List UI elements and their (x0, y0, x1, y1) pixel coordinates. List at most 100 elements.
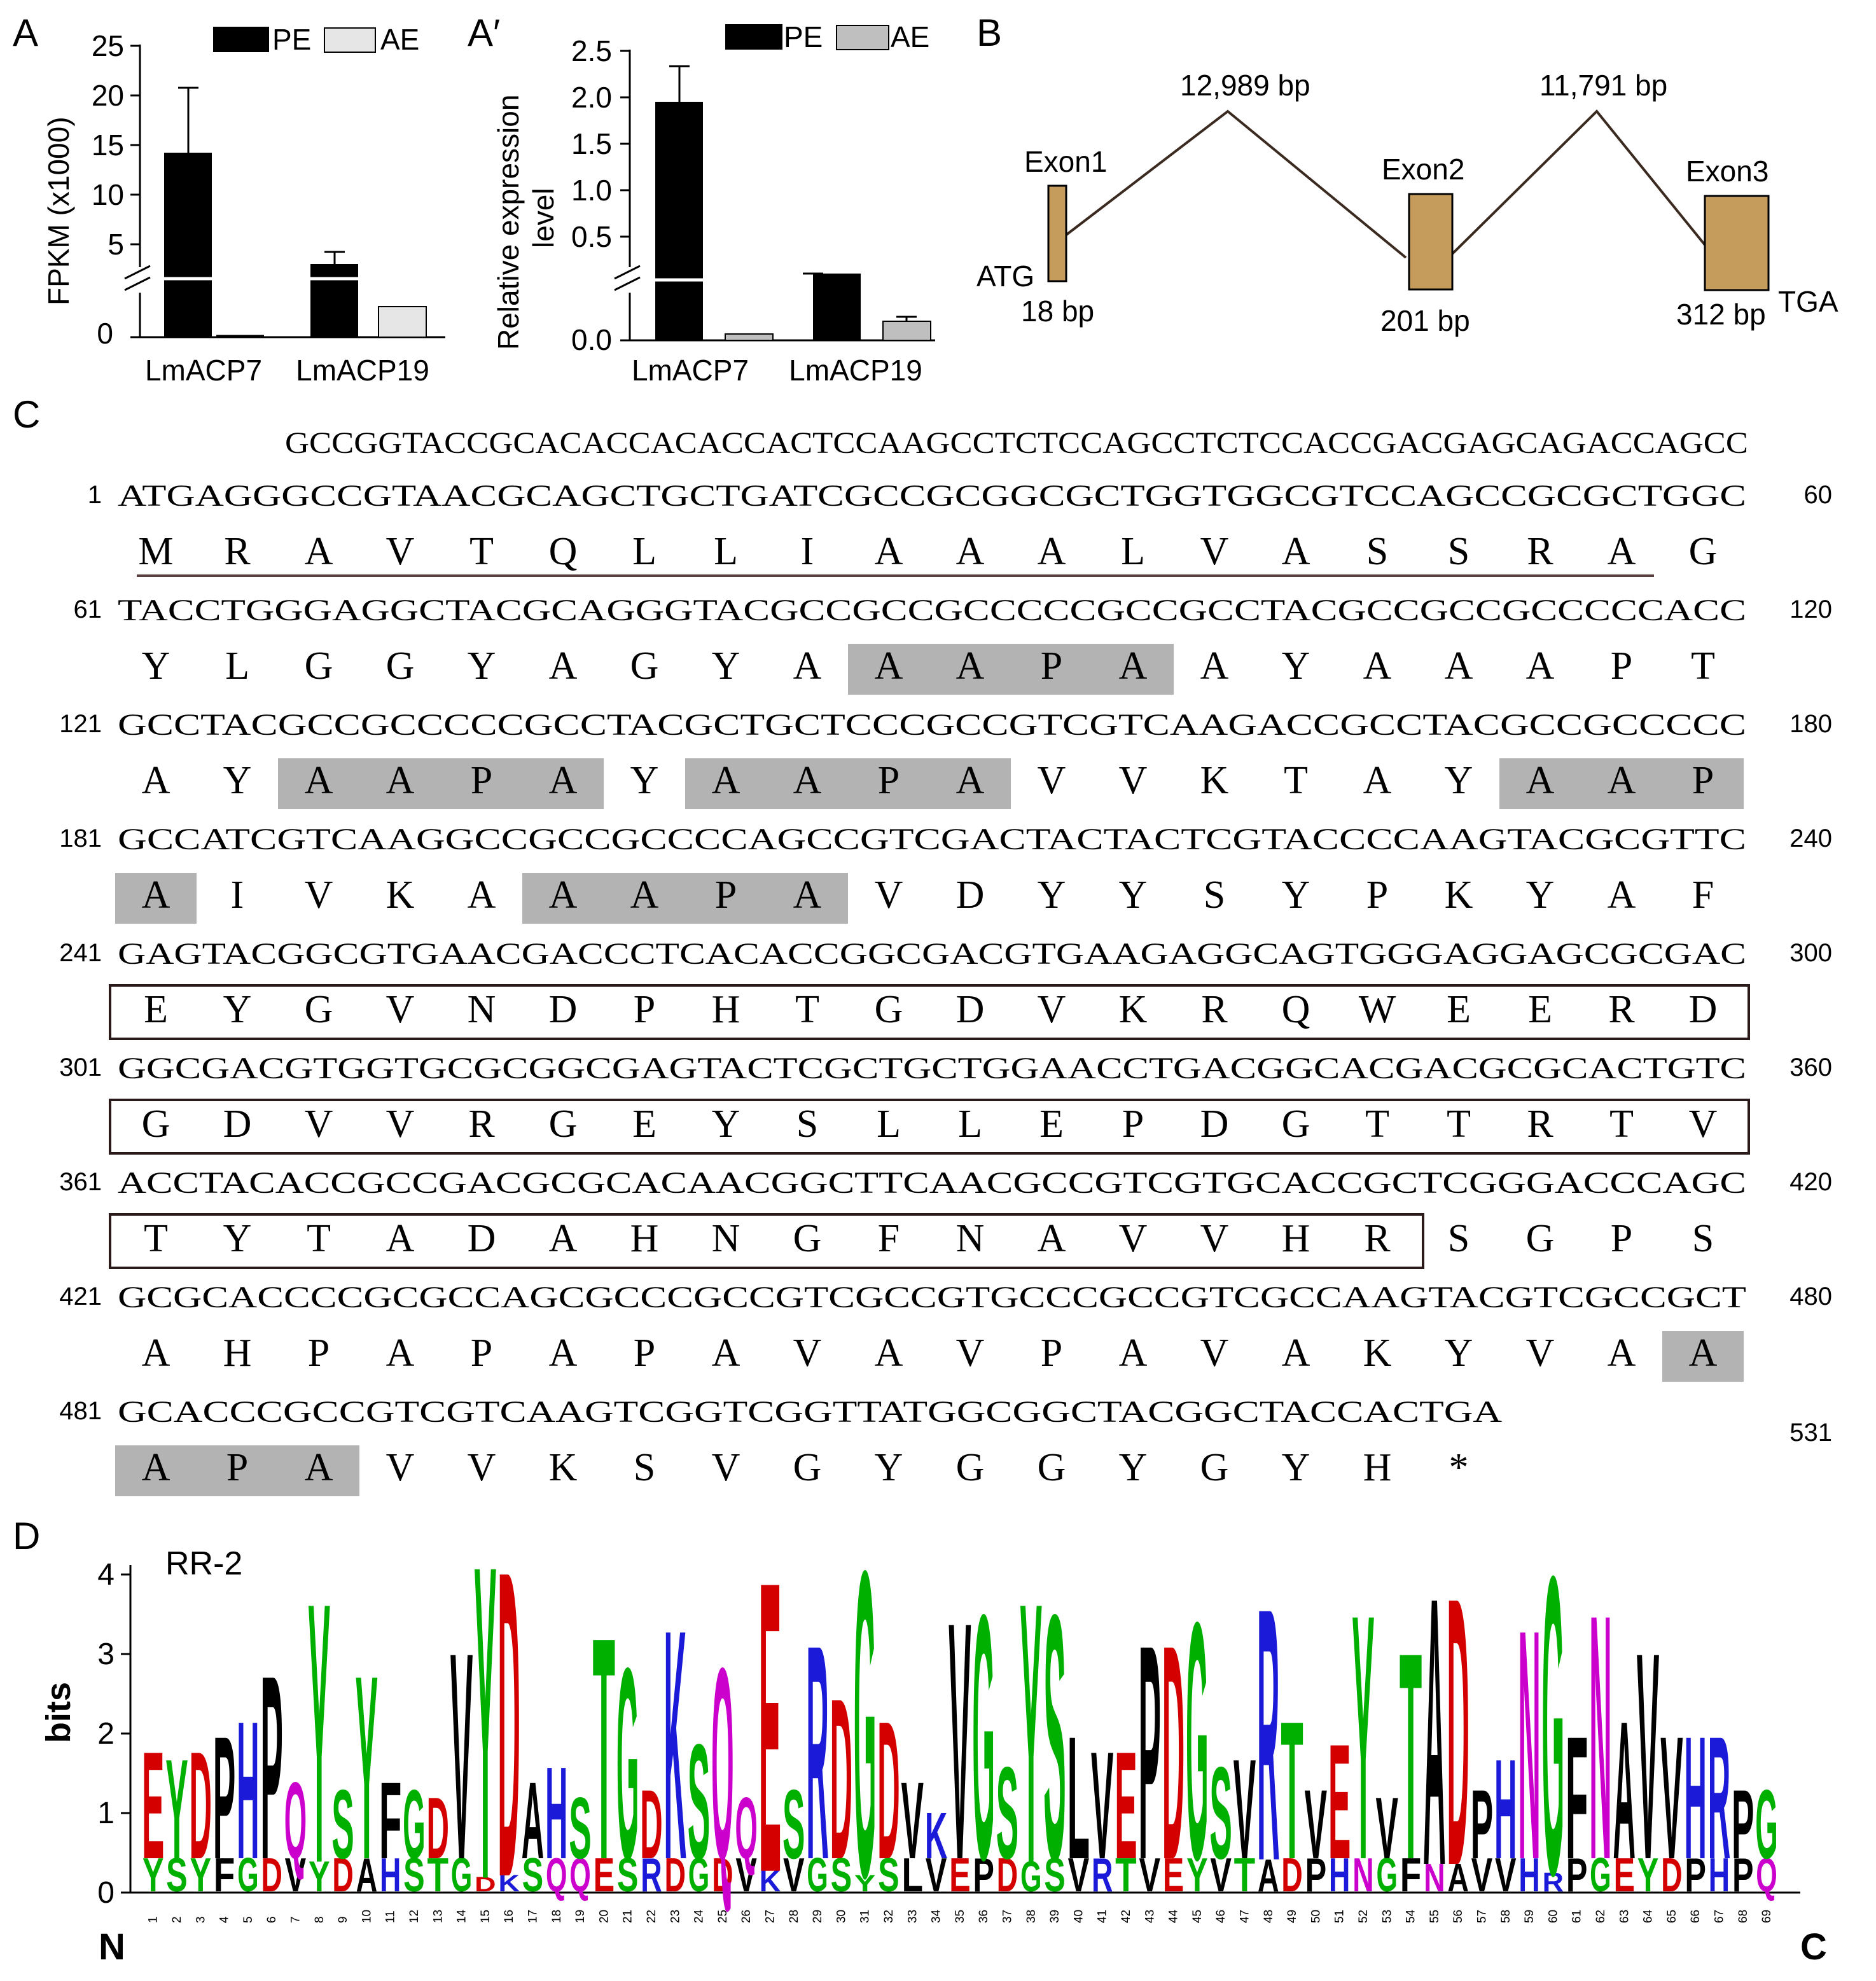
axis-break-mark (614, 276, 641, 291)
amino-acid: T (1284, 759, 1308, 802)
logo-position-number: 14 (455, 1909, 469, 1923)
logo-letter: G (1755, 1770, 1777, 1880)
intron-1-line (1064, 109, 1407, 259)
panel-b-letter: B (976, 11, 1002, 54)
sequence-end-number: 180 (1789, 710, 1832, 738)
amino-acid: K (549, 1446, 578, 1489)
amino-acid: A (1363, 759, 1392, 802)
sequence-end-number: 300 (1789, 939, 1832, 967)
amino-acid: V (386, 530, 415, 573)
logo-minor-letter: G (237, 1848, 259, 1901)
ytick-label: 1.5 (571, 127, 612, 160)
amino-acid: A (468, 873, 496, 917)
logo-residue: Q (711, 1611, 733, 1917)
amino-acid: L (1121, 530, 1145, 573)
logo-minor-letter: Y (142, 1848, 164, 1901)
amino-acid: Y (223, 988, 252, 1031)
logo-residue: E (1115, 1720, 1137, 1891)
sequence-end-number: 360 (1789, 1053, 1832, 1081)
logo-letter: V (901, 1759, 924, 1882)
amino-acid: G (875, 988, 903, 1031)
logo-letter: G (1542, 1487, 1564, 1963)
amino-acid: G (305, 644, 333, 688)
amino-acid: V (1689, 1102, 1718, 1146)
amino-acid: E (1447, 988, 1471, 1031)
ala-pro-motif-highlight (848, 644, 929, 695)
logo-position-number: 57 (1475, 1910, 1489, 1923)
logo-position-number: 44 (1167, 1909, 1181, 1923)
logo-letter: Q (735, 1779, 757, 1877)
logo-letter: V (1305, 1770, 1327, 1880)
logo-minor-letter: D (475, 1873, 496, 1896)
logo-position-number: 33 (906, 1910, 919, 1923)
amino-acid: Y (142, 644, 170, 688)
intron-1-size: 12,989 bp (1180, 69, 1310, 102)
amino-acid: Q (1282, 988, 1310, 1031)
amino-acid: P (1122, 1102, 1144, 1146)
amino-acid: G (1282, 1102, 1310, 1146)
sequence-start-number: 421 (59, 1282, 102, 1310)
logo-residue: V (1091, 1720, 1113, 1891)
logo-minor-letter: V (926, 1848, 947, 1901)
logo-letter: G (972, 1543, 994, 1933)
sequence-start-number: 241 (59, 939, 102, 967)
amino-acid: E (144, 988, 168, 1031)
logo-letter: V (1637, 1592, 1660, 1921)
exon-2-size: 201 bp (1380, 304, 1470, 337)
logo-position-number: 28 (788, 1910, 801, 1923)
logo-position-number: 9 (337, 1916, 350, 1923)
exon-3-label: Exon3 (1686, 155, 1768, 188)
amino-acid: A (1038, 530, 1066, 573)
panel-c-letter: C (13, 393, 40, 436)
logo-position-number: 16 (503, 1910, 516, 1923)
logo-minor-letter: Y (1186, 1848, 1208, 1901)
logo-residue: F (379, 1759, 401, 1882)
logo-letter: G (1186, 1552, 1208, 1931)
logo-letter: Q (711, 1611, 733, 1917)
logo-residue: R (806, 1581, 828, 1923)
amino-acid: T (1691, 644, 1715, 688)
logo-residue: V (948, 1552, 971, 1931)
logo-position-number: 2 (170, 1916, 184, 1923)
logo-residue: S (1209, 1740, 1232, 1887)
logo-position-number: 24 (693, 1909, 706, 1923)
amino-acid: A (793, 873, 822, 917)
logo-minor-letter: E (594, 1848, 615, 1901)
amino-acid: L (958, 1102, 982, 1146)
amino-acid: V (1119, 759, 1148, 802)
ala-pro-motif-highlight (604, 873, 685, 924)
start-codon-label: ATG (976, 260, 1034, 293)
amino-acid: V (468, 1446, 496, 1489)
logo-letter: A (522, 1759, 544, 1882)
logo-minor-letter: N (1352, 1848, 1374, 1901)
amino-acid: A (1608, 873, 1636, 917)
logo-position-number: 8 (313, 1916, 326, 1923)
logo-letter: D (830, 1650, 852, 1907)
amino-acid: Y (1119, 1446, 1148, 1489)
axis-break-mark (124, 265, 151, 280)
logo-residue: P (260, 1621, 282, 1914)
amino-acid: G (142, 1102, 170, 1146)
ala-pro-motif-highlight (1499, 758, 1581, 809)
amino-acid: A (142, 873, 170, 917)
bar-lmacp7-pe (164, 153, 212, 337)
logo-minor-letter: V (285, 1848, 307, 1901)
logo-minor-letter: S (166, 1848, 188, 1901)
nucleotide-row: GCACCCGCCGTCGTCAAGTCGGTCGGTTATGGCGGCTACG… (118, 1395, 1502, 1429)
legend-ae-label: AE (891, 20, 929, 53)
logo-minor-letter: V (783, 1848, 805, 1901)
logo-minor-letter: Y (854, 1870, 876, 1896)
amino-acid: P (1611, 1217, 1632, 1260)
logo-residue: H (1494, 1731, 1517, 1889)
amino-acid: H (1363, 1446, 1392, 1489)
logo-residue: Q (735, 1779, 757, 1877)
logo-minor-letter: Y (309, 1853, 330, 1901)
logo-position-number: 12 (408, 1910, 421, 1923)
logo-residue: D (427, 1779, 449, 1877)
ala-pro-motif-highlight (441, 758, 522, 809)
logo-letter: V (948, 1552, 971, 1931)
panel-d: D RR-2 bits N C 01234YE1SY2YD3FP4GH5DP6V… (13, 1471, 1827, 1973)
exon-3-size: 312 bp (1676, 298, 1766, 331)
rr2-domain-box (109, 1099, 1750, 1155)
amino-acid: Y (468, 644, 496, 688)
